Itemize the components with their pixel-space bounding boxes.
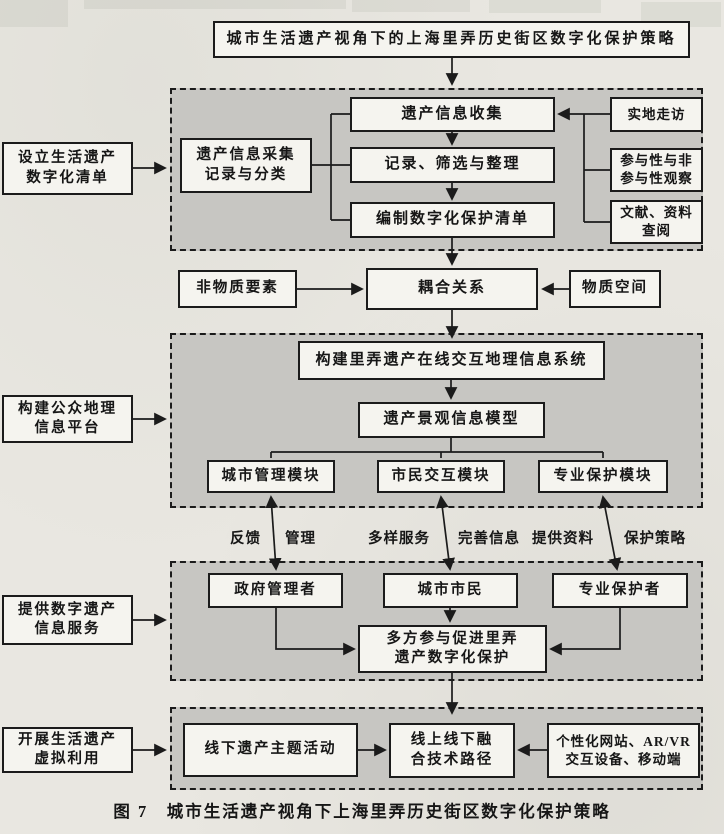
box-collector: 遗产信息采集 记录与分类 bbox=[180, 138, 312, 193]
box-coupling-relation: 耦合关系 bbox=[366, 268, 538, 310]
box-step-list: 编制数字化保护清单 bbox=[350, 202, 555, 238]
box-step-collect: 遗产信息收集 bbox=[350, 97, 555, 132]
side-box-platform: 构建公众地理 信息平台 bbox=[2, 395, 133, 443]
box-multi-participation-goal: 多方参与促进里弄 遗产数字化保护 bbox=[358, 625, 547, 673]
box-method-observation: 参与性与非 参与性观察 bbox=[610, 148, 703, 192]
box-module-protection: 专业保护模块 bbox=[538, 460, 668, 493]
box-actor-citizens: 城市市民 bbox=[383, 573, 518, 608]
bracket-methods bbox=[583, 114, 610, 223]
side-box-virtual: 开展生活遗产 虚拟利用 bbox=[2, 727, 133, 773]
title-box: 城市生活遗产视角下的上海里弄历史街区数字化保护策略 bbox=[213, 21, 690, 58]
box-tech-channels: 个性化网站、AR/VR 交互设备、移动端 bbox=[547, 723, 700, 778]
link-label-feedback: 反馈 bbox=[230, 531, 261, 547]
box-intangible-elements: 非物质要素 bbox=[178, 270, 297, 308]
box-offline-activities: 线下遗产主题活动 bbox=[183, 723, 358, 777]
figure-caption: 图 7 城市生活遗产视角下上海里弄历史街区数字化保护策略 bbox=[113, 802, 611, 821]
arrow-gov-to-goal bbox=[275, 608, 356, 656]
scan-artifact bbox=[489, 0, 601, 13]
box-online-offline-fusion: 线上线下融 合技术路径 bbox=[389, 723, 515, 778]
link-label-strategy: 保护策略 bbox=[624, 531, 686, 547]
box-material-space: 物质空间 bbox=[569, 270, 661, 308]
arrow-expert-to-goal bbox=[549, 608, 621, 656]
box-module-citizen: 市民交互模块 bbox=[377, 460, 505, 493]
box-method-literature: 文献、资料 查阅 bbox=[610, 200, 703, 244]
side-box-inventory: 设立生活遗产 数字化清单 bbox=[2, 142, 133, 195]
link-manage bbox=[265, 495, 282, 571]
link-label-services: 多样服务 bbox=[368, 531, 430, 547]
link-label-manage: 管理 bbox=[285, 531, 316, 547]
link-protect bbox=[598, 495, 622, 571]
scan-artifact bbox=[0, 0, 68, 27]
box-module-city-mgmt: 城市管理模块 bbox=[207, 460, 335, 493]
bracket-collector-steps bbox=[312, 113, 350, 221]
scan-artifact bbox=[352, 0, 470, 12]
box-method-fieldwork: 实地走访 bbox=[610, 97, 703, 132]
box-gis-system: 构建里弄遗产在线交互地理信息系统 bbox=[298, 341, 605, 380]
box-landscape-model: 遗产景观信息模型 bbox=[358, 402, 545, 438]
box-actor-government: 政府管理者 bbox=[208, 573, 343, 608]
side-box-service: 提供数字遗产 信息服务 bbox=[2, 595, 133, 645]
tree-model-to-modules bbox=[270, 438, 604, 458]
box-actor-experts: 专业保护者 bbox=[552, 573, 688, 608]
link-label-improve-info: 完善信息 bbox=[458, 531, 520, 547]
link-label-provide-data: 提供资料 bbox=[532, 531, 594, 547]
scan-artifact bbox=[84, 0, 346, 9]
link-service bbox=[436, 495, 455, 571]
box-step-record: 记录、筛选与整理 bbox=[350, 147, 555, 183]
